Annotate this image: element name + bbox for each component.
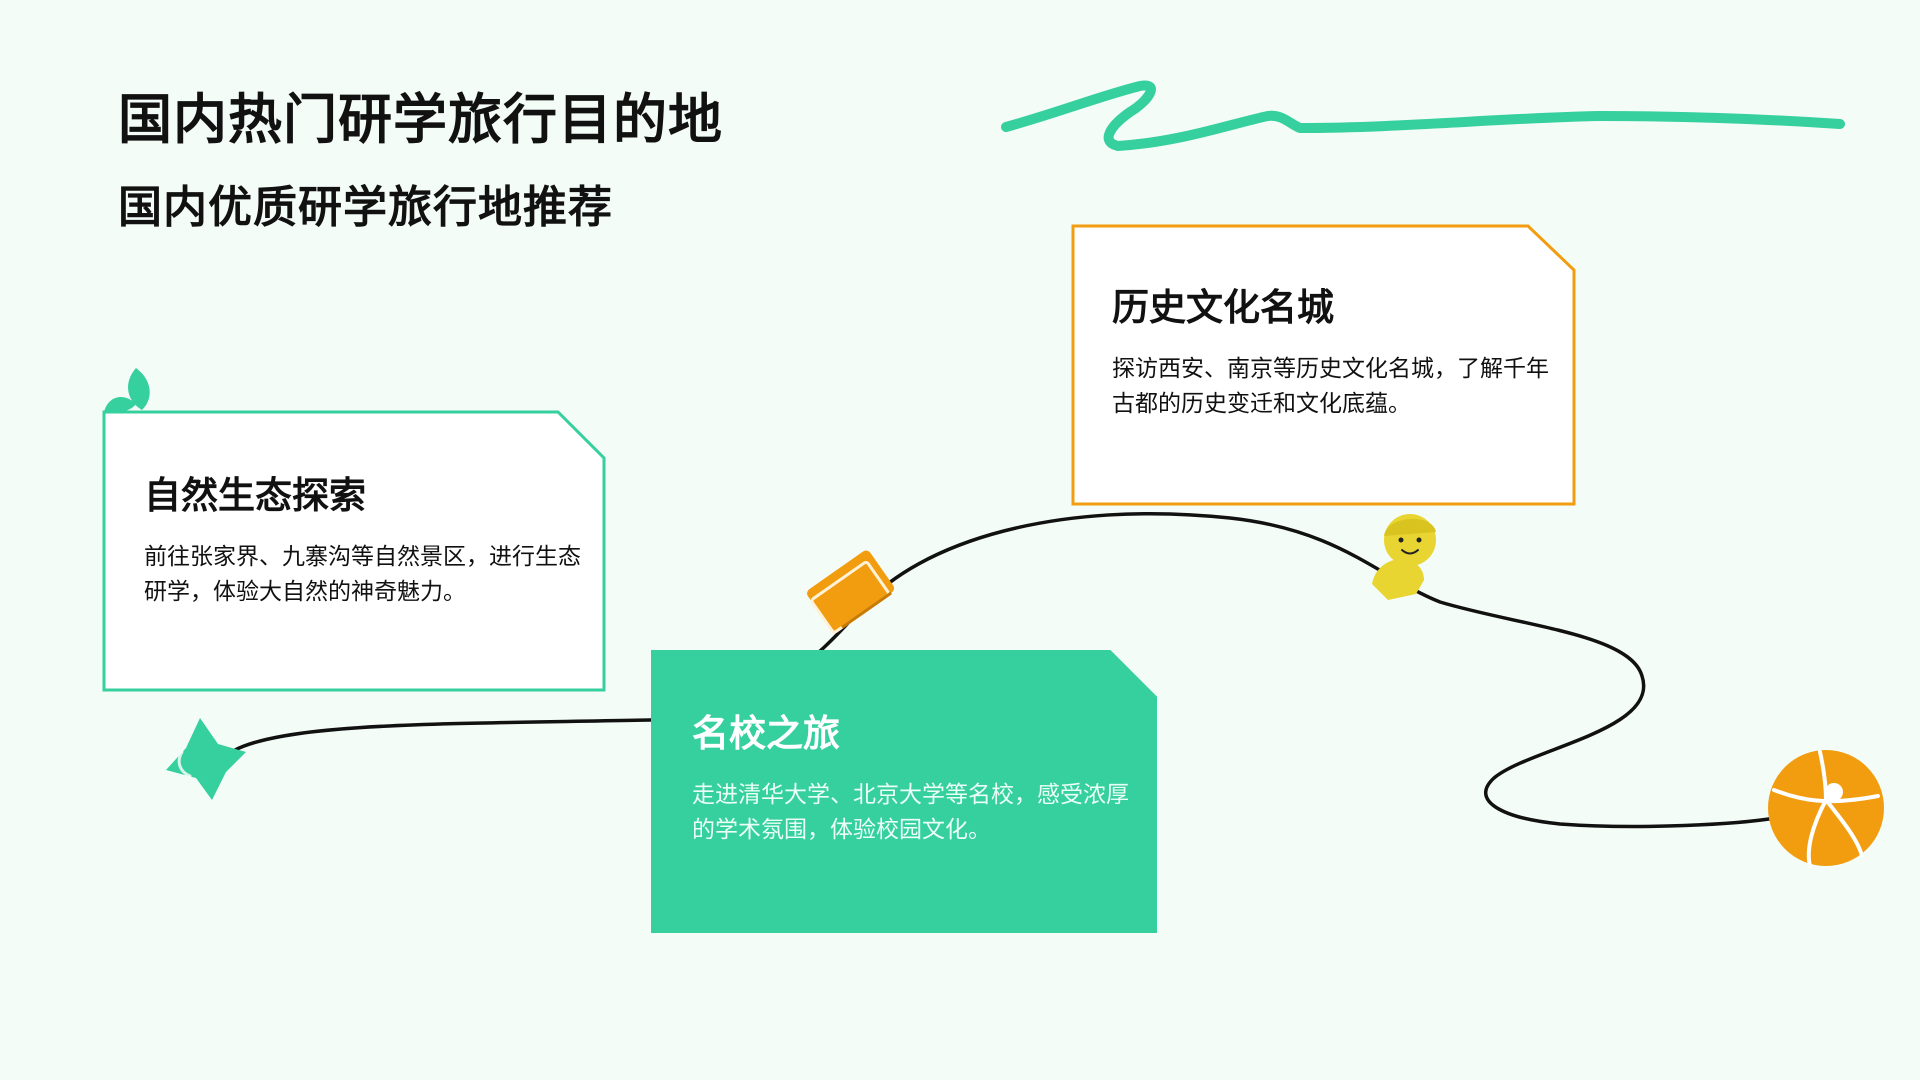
ball-icon xyxy=(1768,750,1884,868)
nature-card-description: 前往张家界、九寨沟等自然景区，进行生态研学，体验大自然的神奇魅力。 xyxy=(144,544,581,606)
school-card-frame xyxy=(651,650,1157,933)
page-subtitle: 国内优质研学旅行地推荐 xyxy=(118,182,613,233)
star-icon xyxy=(166,718,246,800)
history-card: 历史文化名城 探访西安、南京等历史文化名城，了解千年古都的历史变迁和文化底蕴。 xyxy=(1112,286,1552,422)
nature-card-frame xyxy=(102,410,606,692)
person-icon xyxy=(1372,514,1436,600)
brush-stroke xyxy=(1001,80,1845,151)
school-card: 名校之旅 走进清华大学、北京大学等名校，感受浓厚的学术氛围，体验校园文化。 xyxy=(692,712,1132,848)
nature-card: 自然生态探索 前往张家界、九寨沟等自然景区，进行生态研学，体验大自然的神奇魅力。 xyxy=(144,474,584,610)
school-card-description: 走进清华大学、北京大学等名校，感受浓厚的学术氛围，体验校园文化。 xyxy=(692,782,1129,844)
leaf-icon xyxy=(104,368,150,413)
book-icon xyxy=(807,550,895,634)
school-card-title: 名校之旅 xyxy=(692,712,840,755)
history-card-title: 历史文化名城 xyxy=(1112,286,1334,329)
nature-card-title: 自然生态探索 xyxy=(144,474,366,517)
history-card-frame xyxy=(1071,224,1576,506)
history-card-description: 探访西安、南京等历史文化名城，了解千年古都的历史变迁和文化底蕴。 xyxy=(1112,356,1549,418)
page-title: 国内热门研学旅行目的地 xyxy=(118,88,723,151)
